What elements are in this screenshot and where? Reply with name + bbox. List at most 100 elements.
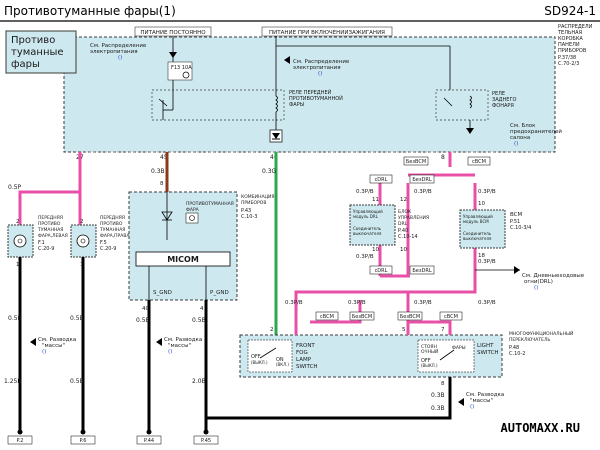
svg-text:C.20-9: C.20-9 (100, 246, 116, 252)
power-label-constant: ПИТАНИЕ ПОСТОЯННО (134, 26, 212, 37)
svg-text:F13 10A: F13 10A (171, 65, 192, 71)
wire-pink-lamps (18, 152, 82, 225)
svg-text:модуль DRL: модуль DRL (353, 214, 379, 219)
svg-text:F.5: F.5 (100, 240, 107, 246)
front-fog-lamp-right: ПЕРЕДНЯЯ ПРОТИВО ТУМАННАЯ ФАРА,ПРАВАЯ F.… (70, 215, 133, 268)
svg-text:См. Распределение: См. Распределение (90, 43, 147, 49)
svg-text:См. Блок: См. Блок (510, 123, 536, 129)
svg-text:P.2: P.2 (16, 438, 23, 444)
svg-text:РЕЛЕ ПЕРЕДНЕЙ: РЕЛЕ ПЕРЕДНЕЙ (289, 89, 332, 96)
svg-text:F.1: F.1 (38, 240, 45, 246)
svg-text:(): () (534, 285, 538, 291)
fuse-f13: F13 10A (167, 61, 193, 81)
diode-icon (269, 129, 283, 143)
arrow-icon (458, 398, 464, 406)
rear-lamp-relay: РЕЛЕ ЗАДНЕГО ФОНАРЯ (435, 89, 517, 121)
svg-text:11: 11 (372, 197, 379, 203)
svg-text:0.3P/B: 0.3P/B (348, 300, 366, 306)
svg-text:P_GND: P_GND (210, 290, 229, 296)
dist-ref-mid[interactable]: См. Распределение электропитания () (293, 59, 350, 77)
svg-text:0.3B: 0.3B (431, 392, 445, 399)
svg-text:СТОЯН: СТОЯН (421, 344, 437, 350)
svg-text:0.5B: 0.5B (70, 378, 84, 385)
tag-c-drl-2: cDRL (369, 265, 393, 275)
svg-text:См. Дневныеходовые: См. Дневныеходовые (522, 273, 585, 279)
svg-text:Противо: Противо (11, 35, 55, 46)
svg-text:(): () (514, 141, 518, 147)
svg-text:0.3P/B: 0.3P/B (356, 189, 374, 195)
svg-text:18: 18 (478, 253, 485, 259)
svg-text:C.70-2/3: C.70-2/3 (558, 61, 579, 67)
svg-text:Соединитель: Соединитель (353, 226, 382, 231)
svg-text:2: 2 (270, 327, 274, 333)
svg-text:C.10-14: C.10-14 (398, 234, 418, 240)
svg-text:P.44: P.44 (144, 438, 154, 444)
tag-c-drl-1: cDRL (369, 174, 393, 184)
svg-text:"массы": "массы" (168, 343, 191, 349)
svg-text:10: 10 (400, 247, 407, 253)
drl-module: Управляющий модуль DRL Соединитель выклю… (349, 204, 429, 246)
diagram-code: SD924-1 (544, 4, 596, 18)
svg-text:фары: фары (11, 59, 40, 70)
svg-text:БезDRL: БезDRL (412, 177, 431, 183)
svg-text:"массы": "массы" (42, 343, 65, 349)
fuse-block-ref[interactable]: См. Блок предохранителей салона () (510, 123, 562, 147)
svg-text:0.3B: 0.3B (151, 168, 165, 175)
svg-text:ПИТАНИЕ ПРИ ВКЛЮЧЕНИИЗАЖИГАНИЯ: ПИТАНИЕ ПРИ ВКЛЮЧЕНИИЗАЖИГАНИЯ (269, 30, 385, 36)
svg-text:ПАНЕЛИ: ПАНЕЛИ (558, 42, 580, 48)
svg-text:P.6: P.6 (79, 438, 86, 444)
ground-p2: P.2 (7, 429, 33, 445)
svg-text:MICOM: MICOM (167, 255, 199, 264)
svg-text:0.3P/B: 0.3P/B (285, 300, 303, 306)
svg-text:ПЕРЕДНЯЯ: ПЕРЕДНЯЯ (38, 215, 63, 221)
svg-text:РАСПРЕДЕЛИ: РАСПРЕДЕЛИ (558, 24, 593, 30)
svg-text:ON: ON (276, 357, 284, 363)
svg-text:См. Разводка: См. Разводка (164, 337, 202, 343)
wire-ground-bus (206, 405, 452, 420)
svg-text:cBCM: cBCM (320, 314, 334, 320)
svg-text:ФАРА: ФАРА (186, 207, 200, 213)
svg-text:УПРАВЛЕНИЯ: УПРАВЛЕНИЯ (398, 215, 429, 221)
instrument-cluster-label: КОМБИНАЦИЯ ПРИБОРОВ P.43 C.10-3 (241, 194, 275, 220)
drl-ref[interactable]: См. Дневныеходовые огни(DRL) () (522, 273, 585, 291)
svg-text:0.3P/B: 0.3P/B (478, 259, 496, 265)
front-fog-relay: РЕЛЕ ПЕРЕДНЕЙ ПРОТИВОТУМАННОЙ ФАРЫ (151, 89, 343, 121)
svg-text:туманные: туманные (11, 47, 64, 58)
svg-text:Соединитель: Соединитель (463, 231, 492, 236)
svg-text:0.5B: 0.5B (70, 315, 84, 322)
ground-ref-mid[interactable]: См. Разводка "массы" () (164, 337, 202, 355)
svg-text:БезBCM: БезBCM (400, 314, 420, 320)
svg-text:5: 5 (402, 327, 406, 333)
svg-text:выключателя: выключателя (463, 236, 492, 241)
svg-text:модуль BCM: модуль BCM (463, 219, 489, 224)
bcm-module: Управляющий модуль BCM Соединитель выклю… (459, 209, 531, 249)
dist-ref-left[interactable]: См. Распределение электропитания () (90, 43, 147, 61)
svg-text:cDRL: cDRL (375, 268, 388, 274)
svg-text:C.20-9: C.20-9 (38, 246, 54, 252)
svg-text:ПРОТИВО: ПРОТИВО (100, 221, 123, 227)
svg-text:ТЕЛЬНАЯ: ТЕЛЬНАЯ (557, 30, 582, 36)
svg-text:ПРОТИВО: ПРОТИВО (38, 221, 61, 227)
svg-text:10: 10 (372, 247, 379, 253)
svg-text:OFF: OFF (421, 358, 431, 364)
ground-ref-left[interactable]: См. Разводка "массы" () (38, 337, 76, 355)
ground-ref-right[interactable]: См. Разводка "массы" () (466, 392, 504, 410)
svg-text:ЗАДНЕГО: ЗАДНЕГО (492, 97, 517, 103)
svg-text:C.10-2: C.10-2 (509, 351, 525, 357)
junction-box-label: РАСПРЕДЕЛИ ТЕЛЬНАЯ КОРОБКА ПАНЕЛИ ПРИБОР… (557, 24, 593, 67)
svg-text:См. Разводка: См. Разводка (466, 392, 504, 398)
svg-text:0.3P/B: 0.3P/B (414, 189, 432, 195)
svg-text:8: 8 (441, 381, 445, 387)
svg-text:1.25B: 1.25B (4, 378, 21, 385)
section-box: Противо туманные фары (5, 30, 77, 74)
tag-bez-drl-2: БезDRL (409, 265, 435, 275)
tag-bez-bcm-top: БезBCM (403, 156, 429, 166)
tag-bez-drl-1: БезDRL (409, 174, 435, 184)
svg-text:P.48: P.48 (509, 345, 519, 351)
svg-text:8: 8 (160, 181, 164, 187)
svg-text:"массы": "массы" (470, 398, 493, 404)
svg-text:BCM: BCM (510, 212, 523, 218)
svg-text:предохранителей: предохранителей (510, 128, 562, 135)
svg-text:ПЕРЕДНЯЯ: ПЕРЕДНЯЯ (100, 215, 125, 221)
